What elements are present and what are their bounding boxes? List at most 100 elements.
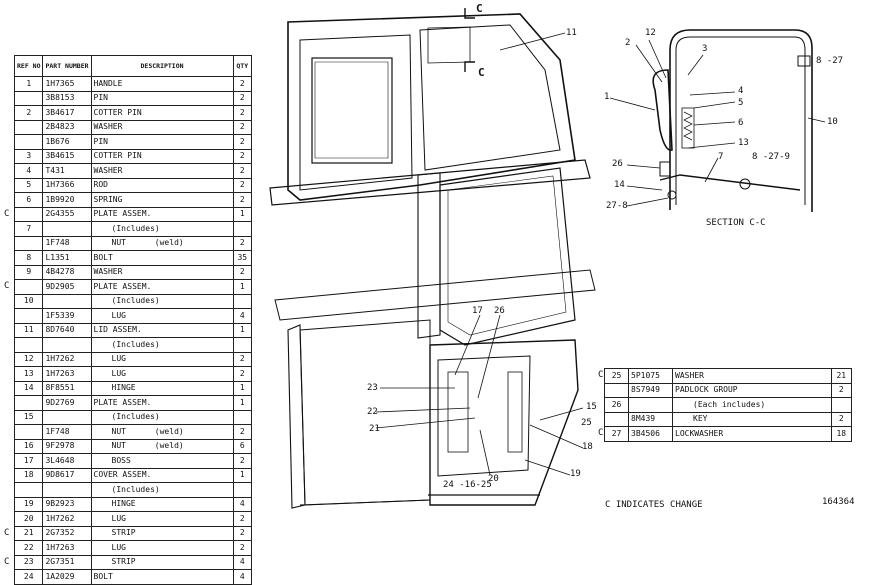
cell-description: (Includes): [90, 221, 234, 237]
cell-ref: 23: [13, 554, 44, 570]
callout-s7: 7: [718, 152, 724, 162]
cell-part-number: 1A2029: [42, 569, 92, 585]
cell-ref: 16: [13, 438, 44, 454]
cell-qty: 35: [232, 250, 253, 266]
cell-part-number: 8F8551: [42, 380, 92, 396]
cell-part-number: 3B8153: [42, 90, 92, 106]
cell-ref: 7: [13, 221, 44, 237]
cell-qty: 4: [232, 308, 253, 324]
description-text: (Includes): [111, 296, 160, 306]
cell-part-number: 4B4278: [42, 264, 92, 280]
cell-qty: 2: [232, 235, 253, 251]
cell-description: WASHER: [672, 368, 832, 384]
cell-part-number: 8D7640: [42, 322, 92, 338]
cell-description: (Includes): [90, 337, 234, 353]
section-cc-drawing: [652, 29, 813, 212]
section-label: SECTION C-C: [706, 218, 766, 228]
cell-ref: 11: [13, 322, 44, 338]
cell-ref: 15: [13, 409, 44, 425]
cell-qty: 2: [232, 424, 253, 440]
cell-part-number: 1H7263: [42, 366, 92, 382]
cell-ref: 4: [13, 163, 44, 179]
description-text: (Each includes): [693, 399, 766, 409]
cell-qty: [232, 293, 253, 309]
cell-part-number: 3B4615: [42, 148, 92, 164]
cell-qty: [232, 482, 253, 498]
callout-25: 25: [581, 418, 592, 428]
cell-ref: 22: [13, 540, 44, 556]
cell-description: BOLT: [90, 250, 234, 266]
cell-qty: 2: [232, 511, 253, 527]
change-marker: C: [598, 370, 604, 380]
cell-qty: 2: [232, 76, 253, 92]
description-text: KEY: [693, 414, 708, 424]
cell-ref: [603, 382, 630, 398]
description-text: WASHER: [93, 165, 123, 175]
cell-qty: 2: [232, 119, 253, 135]
table-row: 10(Includes): [13, 293, 253, 309]
cell-ref: [13, 279, 44, 295]
cell-ref: [13, 235, 44, 251]
callout-s8-27: 8 -27: [816, 56, 844, 66]
callout-23: 23: [367, 383, 378, 393]
cell-part-number: 1H7262: [42, 511, 92, 527]
cell-part-number: 9D8617: [42, 467, 92, 483]
description-text: HANDLE: [93, 78, 123, 88]
callout-s13: 13: [738, 138, 749, 148]
callout-22: 22: [367, 407, 378, 417]
cell-ref: 17: [13, 453, 44, 469]
cell-description: HINGE: [90, 380, 234, 396]
callout-11: 11: [566, 28, 577, 38]
table-header-row: REF NO PART NUMBER DESCRIPTION QTY: [13, 55, 253, 77]
cell-part-number: [42, 409, 92, 425]
cell-qty: 2: [232, 264, 253, 280]
description-text: STRIP: [111, 528, 136, 538]
header-desc: DESCRIPTION: [90, 55, 234, 77]
description-note: (weld): [149, 441, 184, 451]
description-text: BOLT: [93, 252, 113, 262]
cell-description: PLATE ASSEM.: [90, 206, 234, 222]
description-text: WASHER: [93, 122, 123, 132]
cell-ref: 12: [13, 351, 44, 367]
description-text: LUG: [111, 368, 126, 378]
cell-description: WASHER: [90, 119, 234, 135]
cell-description: (Includes): [90, 293, 234, 309]
cell-ref: 9: [13, 264, 44, 280]
table-row: (Includes): [13, 482, 253, 498]
cell-description: PIN: [90, 134, 234, 150]
cell-ref: [13, 482, 44, 498]
description-text: PLATE ASSEM.: [93, 397, 152, 407]
cell-description: PLATE ASSEM.: [90, 279, 234, 295]
cell-part-number: 1H7262: [42, 351, 92, 367]
cell-description: (Each includes): [672, 397, 832, 413]
cell-part-number: 1H7365: [42, 76, 92, 92]
description-text: LUG: [111, 542, 126, 552]
change-marker: C: [4, 557, 10, 567]
cell-description: LUG: [90, 511, 234, 527]
table-row: 26(Each includes): [603, 397, 853, 413]
cell-description: PLATE ASSEM.: [90, 395, 234, 411]
callout-15: 15: [586, 402, 597, 412]
cell-ref: 20: [13, 511, 44, 527]
cell-part-number: [628, 397, 673, 413]
cell-qty: 1: [232, 279, 253, 295]
cell-qty: 21: [830, 368, 853, 384]
cell-ref: 1: [13, 76, 44, 92]
description-text: WASHER: [93, 267, 123, 277]
cell-qty: 4: [232, 554, 253, 570]
cell-description: STRIP: [90, 525, 234, 541]
description-text: ROD: [93, 180, 108, 190]
cell-part-number: 1F748: [42, 424, 92, 440]
